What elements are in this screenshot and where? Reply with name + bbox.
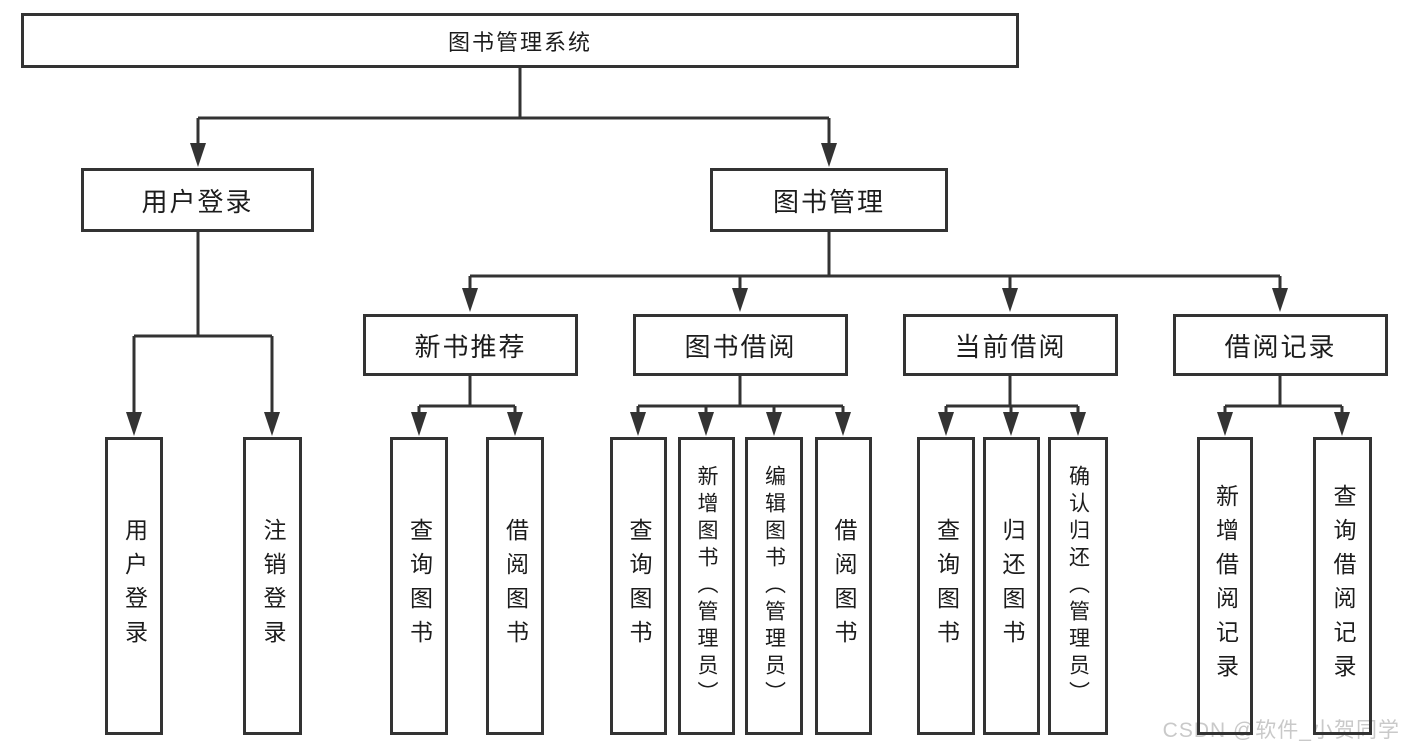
leaf-return-books: 归还图书 <box>983 437 1040 735</box>
leaf-query-borrow-record: 查询借阅记录 <box>1313 437 1372 735</box>
node-user-login: 用户登录 <box>81 168 314 232</box>
leaf-borrow-books: 借阅图书 <box>815 437 872 735</box>
csdn-watermark: CSDN @软件_小贺同学 <box>1162 719 1400 742</box>
connector-user-login-to-children <box>126 232 280 436</box>
node-borrowing-records: 借阅记录 <box>1173 314 1388 376</box>
node-book-borrowing: 图书借阅 <box>633 314 848 376</box>
connector-current-borrow-to-children <box>938 376 1086 436</box>
node-new-book-recommendation: 新书推荐 <box>363 314 578 376</box>
node-current-borrowing: 当前借阅 <box>903 314 1118 376</box>
leaf-query-books-current: 查询图书 <box>917 437 975 735</box>
connector-book-mgmt-to-level3 <box>462 232 1288 312</box>
connector-borrow-records-to-children <box>1217 376 1350 436</box>
leaf-add-books-admin: 新增图书（管理员） <box>678 437 735 735</box>
leaf-logout: 注销登录 <box>243 437 302 735</box>
node-library-management-system: 图书管理系统 <box>21 13 1019 68</box>
leaf-confirm-return-admin: 确认归还（管理员） <box>1048 437 1108 735</box>
leaf-query-books-rec: 查询图书 <box>390 437 448 735</box>
node-book-management: 图书管理 <box>710 168 948 232</box>
leaf-user-login: 用户登录 <box>105 437 163 735</box>
leaf-borrow-books-rec: 借阅图书 <box>486 437 544 735</box>
leaf-query-books-borrow: 查询图书 <box>610 437 667 735</box>
connector-new-book-rec-to-children <box>411 376 523 436</box>
connector-book-borrow-to-children <box>630 376 851 436</box>
connector-root-to-level2 <box>190 68 837 167</box>
leaf-add-borrow-record: 新增借阅记录 <box>1197 437 1253 735</box>
leaf-edit-books-admin: 编辑图书（管理员） <box>745 437 803 735</box>
